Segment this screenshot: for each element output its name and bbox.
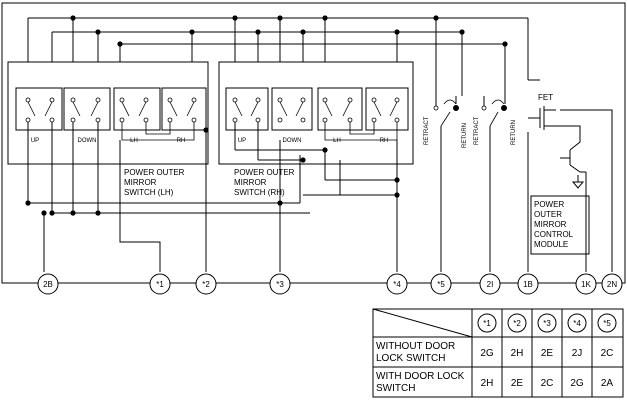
table-cell: 2H — [481, 378, 494, 389]
junction-dots-top — [70, 15, 508, 47]
switch-rh-contact-lh: LH — [333, 138, 341, 144]
lower-wires — [27, 109, 613, 272]
svg-text:*5: *5 — [603, 319, 611, 328]
switch-lh-name-1: POWER OUTER — [124, 168, 185, 177]
switch-lh-name-2: MIRROR — [124, 178, 157, 187]
switch-rh-contact-rh: RH — [380, 138, 389, 144]
switch-rh-contact-down: DOWN — [283, 138, 302, 144]
fet-symbol — [528, 106, 586, 189]
table-row-with-label-2: SWITCH — [376, 383, 415, 394]
table-header-star3: *3 — [537, 313, 557, 333]
switch-rh-name-3: SWITCH (RH) — [234, 188, 285, 197]
control-module-name-2: OUTER — [534, 210, 562, 219]
switch-rh-contact-up: UP — [238, 138, 246, 144]
table-cell: 2E — [511, 378, 524, 389]
svg-text:1B: 1B — [523, 280, 533, 289]
control-module-name-3: MIRROR — [534, 220, 567, 229]
control-module-name-1: POWER — [534, 200, 564, 209]
table-row-with-label-1: WITH DOOR LOCK — [376, 371, 465, 382]
terminal-table — [372, 308, 624, 398]
terminal-1k: 1K — [575, 273, 597, 295]
terminal-2b: 2B — [37, 273, 59, 295]
terminal-2n: 2N — [601, 273, 623, 295]
switch-lh-contact-up: UP — [31, 138, 39, 144]
switch-lh-contacts — [15, 87, 207, 141]
control-module-box — [530, 195, 590, 255]
svg-text:*4: *4 — [393, 280, 401, 289]
switch-lh-contact-lh: LH — [130, 138, 138, 144]
switch-rh-contacts — [225, 87, 409, 141]
table-cell: 2G — [570, 378, 584, 389]
svg-text:*2: *2 — [202, 280, 210, 289]
terminal-row: 2B *1 *2 *3 *4 *5 2I 1B 1K 2N — [37, 273, 623, 295]
retract-return-switch-1 — [433, 96, 459, 127]
control-module-name-5: MODULE — [534, 240, 568, 249]
table-cell: 2E — [541, 348, 554, 359]
terminal-star4: *4 — [386, 273, 408, 295]
switch-lh-box — [7, 61, 209, 165]
table-header-star4: *4 — [567, 313, 587, 333]
table-header-star1: *1 — [477, 313, 497, 333]
terminal-star3: *3 — [269, 273, 291, 295]
table-header-row: *1 *2 *3 *4 *5 — [477, 313, 617, 333]
svg-text:1K: 1K — [581, 280, 591, 289]
control-module-name-4: CONTROL — [534, 230, 574, 239]
terminal-1b: 1B — [517, 273, 539, 295]
svg-text:*3: *3 — [276, 280, 284, 289]
harness-outline — [1, 2, 626, 284]
label-return-1: RETURN — [462, 123, 468, 148]
svg-text:*5: *5 — [437, 280, 445, 289]
table-cell: 2G — [480, 348, 494, 359]
svg-text:2B: 2B — [43, 280, 53, 289]
table-cell: 2J — [572, 348, 583, 359]
table-cell: 2C — [601, 348, 614, 359]
label-retract-2: RETRACT — [474, 116, 480, 145]
switch-rh-name-1: POWER OUTER — [234, 168, 295, 177]
table-header-star5: *5 — [597, 313, 617, 333]
table-cell: 2C — [541, 378, 554, 389]
switch-lh-name-3: SWITCH (LH) — [124, 188, 174, 197]
terminal-star2: *2 — [195, 273, 217, 295]
switch-lh-contact-rh: RH — [177, 138, 186, 144]
terminal-2i: 2I — [479, 273, 501, 295]
svg-text:*3: *3 — [543, 319, 551, 328]
fet-label: FET — [538, 93, 553, 102]
switch-rh-name-2: MIRROR — [234, 178, 267, 187]
switch-rh-box — [218, 61, 414, 165]
svg-text:2I: 2I — [487, 280, 494, 289]
table-row-without-label-2: LOCK SWITCH — [376, 353, 445, 364]
label-return-2: RETURN — [511, 120, 517, 145]
svg-text:*4: *4 — [573, 319, 581, 328]
switch-lh-contact-down: DOWN — [78, 138, 97, 144]
retract-return-switch-2 — [481, 96, 507, 127]
table-row-without-label-1: WITHOUT DOOR — [376, 341, 455, 352]
table-cell: 2H — [511, 348, 524, 359]
table-cell: 2A — [601, 378, 614, 389]
terminal-star1: *1 — [149, 273, 171, 295]
table-header-star2: *2 — [507, 313, 527, 333]
terminal-star5: *5 — [430, 273, 452, 295]
svg-text:*1: *1 — [483, 319, 491, 328]
svg-text:*1: *1 — [156, 280, 164, 289]
svg-text:2N: 2N — [607, 280, 617, 289]
junction-dots-lower — [25, 127, 400, 216]
label-retract-1: RETRACT — [424, 116, 430, 145]
svg-text:*2: *2 — [513, 319, 521, 328]
